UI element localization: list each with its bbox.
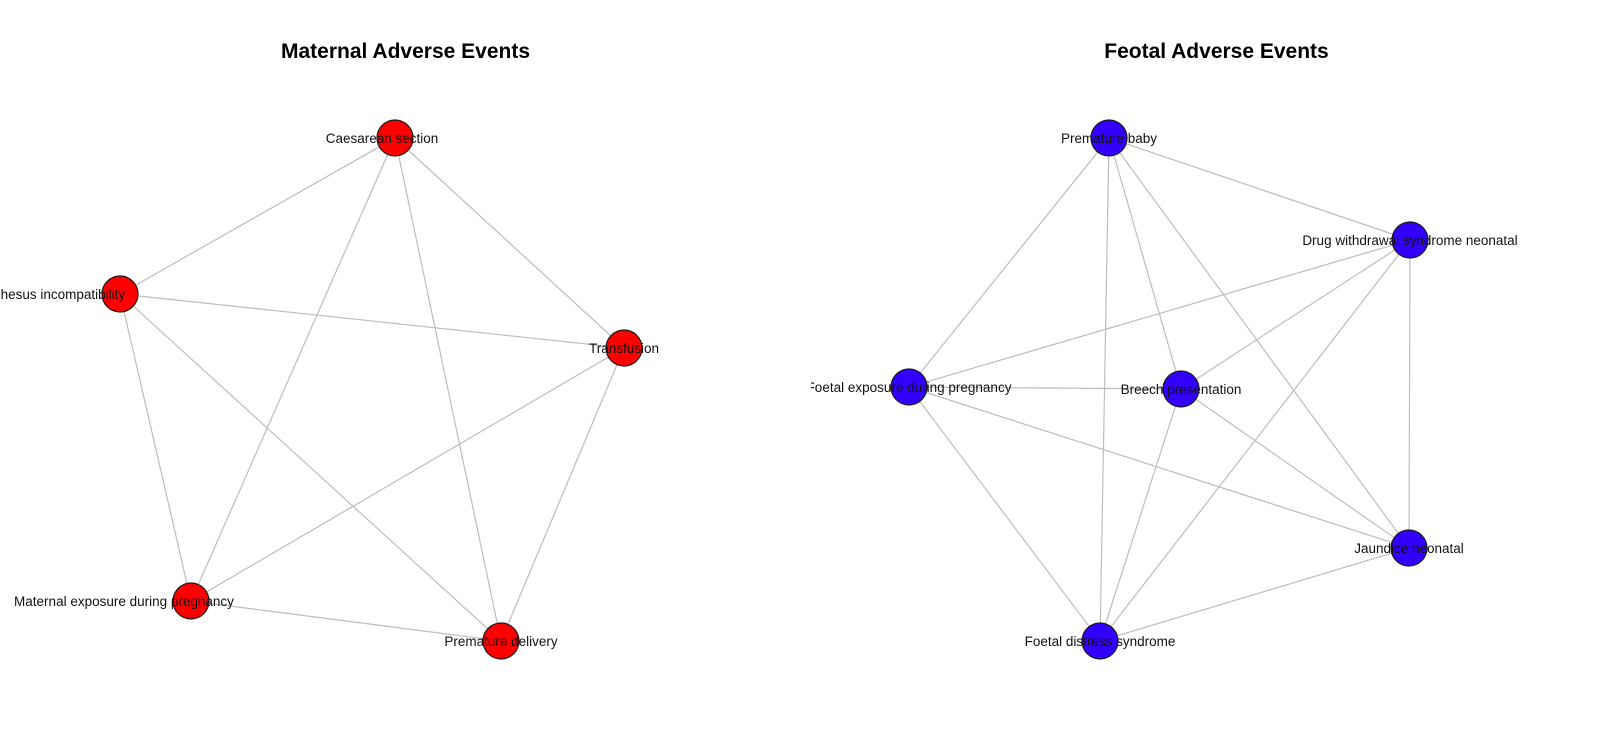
foetal-panel-title: Feotal Adverse Events [1104,40,1329,63]
node-foetal-exposure-during-pregnancy [890,368,928,406]
node-breech-presentation [1162,370,1200,408]
edge-transfusion-to-premature-delivery [500,347,625,642]
node-jaundice-neonatal [1390,529,1428,567]
edge-breech-presentation-to-foetal-distress-syndrome [1099,388,1182,642]
edge-premature-baby-to-foetal-exposure-during-pregnancy [908,137,1110,388]
edge-caesarean-section-to-maternal-exposure-during-pregnancy [190,137,396,602]
edge-rhesus-incompatibility-to-maternal-exposure-during-pregnancy [119,293,192,602]
node-label-rhesus-incompatibility: Rhesus incompatibility [0,287,125,302]
node-label-premature-delivery: Premature delivery [444,634,558,649]
node-label-foetal-exposure-during-pregnancy: Foetal exposure during pregnancy [811,380,1012,395]
edge-rhesus-incompatibility-to-transfusion [119,293,625,349]
node-label-maternal-exposure-during-pregnancy: Maternal exposure during pregnancy [14,594,234,609]
node-label-transfusion: Transfusion [589,341,659,356]
node-label-jaundice-neonatal: Jaundice neonatal [1354,541,1464,556]
node-label-breech-presentation: Breech presentation [1121,382,1242,397]
edge-premature-baby-to-foetal-distress-syndrome [1099,137,1110,642]
maternal-panel-title: Maternal Adverse Events [281,40,530,63]
edge-foetal-exposure-during-pregnancy-to-breech-presentation [908,386,1182,390]
node-label-premature-baby: Premature baby [1061,131,1157,146]
edge-caesarean-section-to-transfusion [394,137,625,349]
node-premature-baby [1090,119,1128,157]
edge-transfusion-to-maternal-exposure-during-pregnancy [190,347,625,602]
edge-premature-baby-to-jaundice-neonatal [1108,137,1410,549]
edge-caesarean-section-to-premature-delivery [394,137,502,642]
node-drug-withdrawal-syndrome-neonatal [1391,221,1429,259]
edge-breech-presentation-to-jaundice-neonatal [1180,388,1410,549]
node-label-caesarean-section: Caesarean section [326,131,439,146]
node-label-foetal-distress-syndrome: Foetal distress syndrome [1025,634,1176,649]
edge-drug-withdrawal-syndrome-neonatal-to-jaundice-neonatal [1408,239,1411,549]
edge-rhesus-incompatibility-to-premature-delivery [119,293,502,642]
edge-drug-withdrawal-syndrome-neonatal-to-breech-presentation [1180,239,1411,390]
edge-premature-baby-to-breech-presentation [1108,137,1182,390]
edge-premature-baby-to-drug-withdrawal-syndrome-neonatal [1108,137,1411,241]
edge-foetal-exposure-during-pregnancy-to-foetal-distress-syndrome [908,386,1101,642]
edge-drug-withdrawal-syndrome-neonatal-to-foetal-exposure-during-pregnancy [908,239,1411,388]
node-maternal-exposure-during-pregnancy [172,582,210,620]
edge-caesarean-section-to-rhesus-incompatibility [119,137,396,295]
node-foetal-distress-syndrome [1081,622,1119,660]
node-rhesus-incompatibility [101,275,139,313]
node-label-drug-withdrawal-syndrome-neonatal: Drug withdrawal syndrome neonatal [1302,233,1517,248]
node-transfusion [605,329,643,367]
edge-foetal-exposure-during-pregnancy-to-jaundice-neonatal [908,386,1410,549]
node-caesarean-section [376,119,414,157]
edge-jaundice-neonatal-to-foetal-distress-syndrome [1099,547,1410,642]
edge-maternal-exposure-during-pregnancy-to-premature-delivery [190,600,502,642]
node-premature-delivery [482,622,520,660]
